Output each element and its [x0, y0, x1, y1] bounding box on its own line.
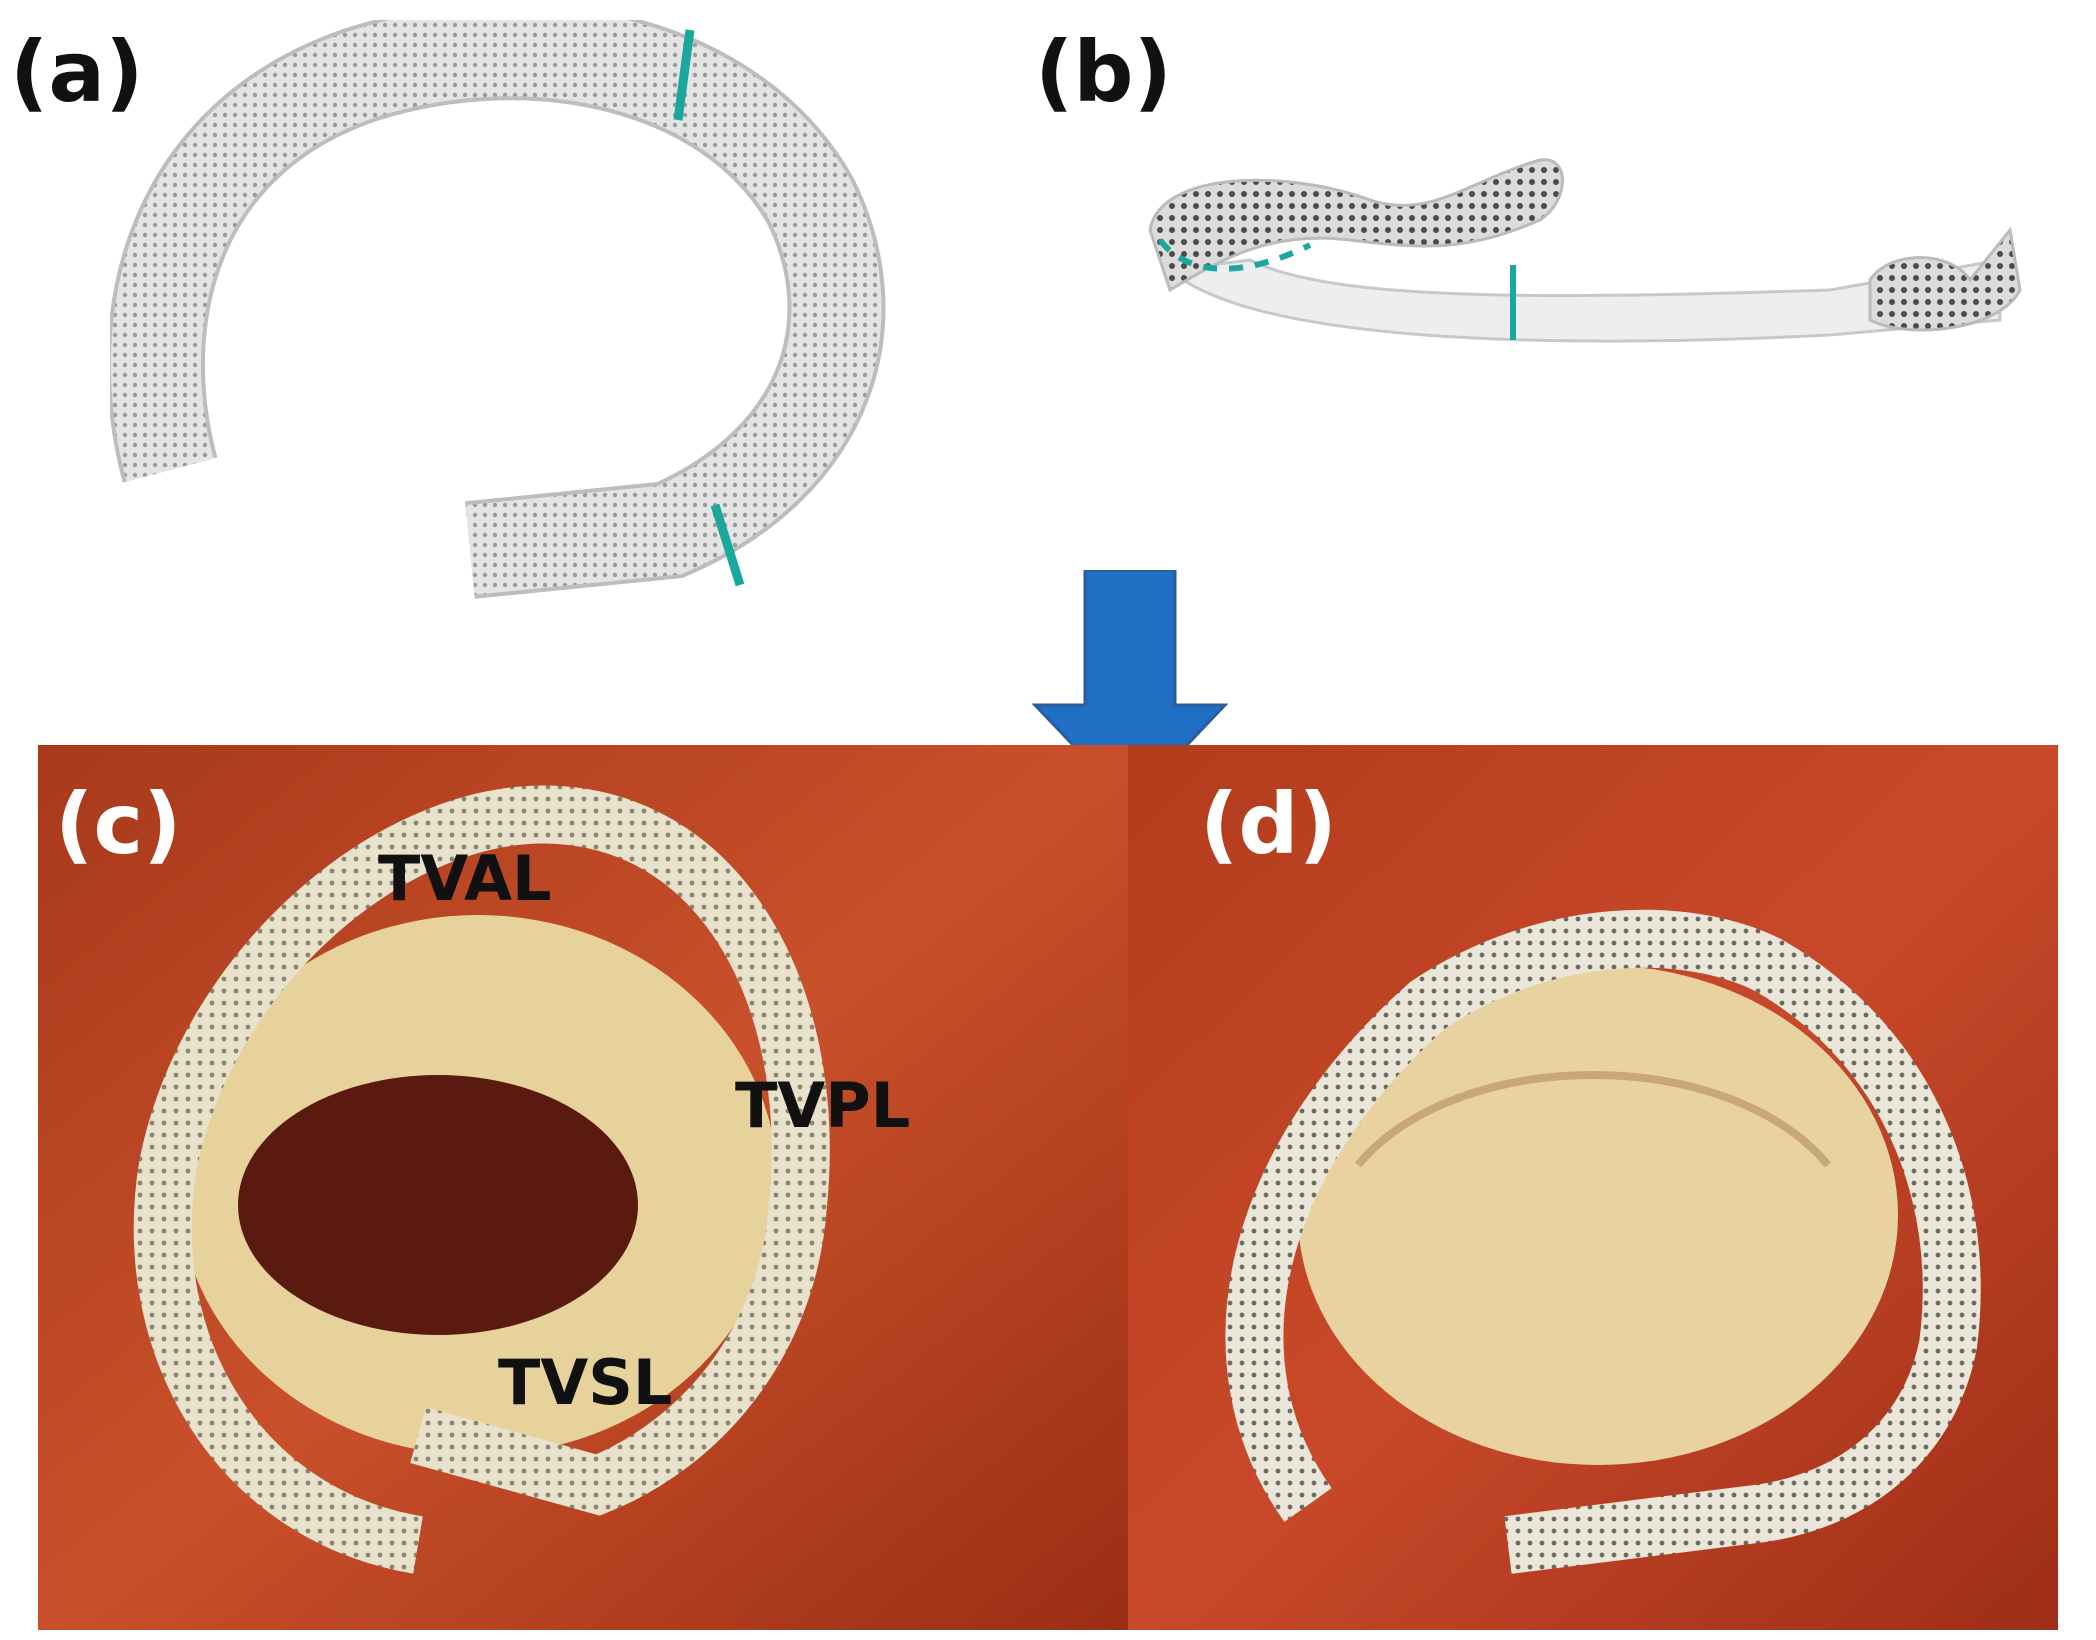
panel-label-d: (d) [1200, 775, 1337, 873]
ring-mesh [111, 20, 882, 595]
ring-right-end [1868, 226, 2022, 332]
panel-label-b: (b) [1035, 23, 1172, 121]
panel-d-surgical-photo [1128, 745, 2058, 1630]
panel-label-a: (a) [10, 23, 144, 121]
ring-left-loop [1148, 158, 1564, 293]
implanted-ring-c [133, 785, 830, 1574]
ring-marker-top [673, 29, 695, 121]
panel-b-ring-side-view [1130, 140, 2050, 370]
photo-d-illustration [1128, 745, 2058, 1630]
photo-c-illustration [38, 745, 1128, 1630]
c-ring-illustration [110, 20, 886, 599]
panel-label-c: (c) [55, 775, 182, 873]
annotation-tvpl: TVPL [735, 1069, 911, 1142]
ring-marker-bottom [710, 503, 745, 587]
annotation-tvsl: TVSL [498, 1346, 673, 1419]
panel-c-surgical-photo [38, 745, 1128, 1630]
ring-body [1166, 258, 2002, 343]
panel-a-ring-render [110, 20, 950, 610]
annotation-tval: TVAL [378, 842, 552, 915]
ring-dashed-marker [1157, 238, 1312, 272]
ring-side-illustration [1148, 158, 2022, 343]
implanted-ring-d [1225, 909, 1981, 1574]
